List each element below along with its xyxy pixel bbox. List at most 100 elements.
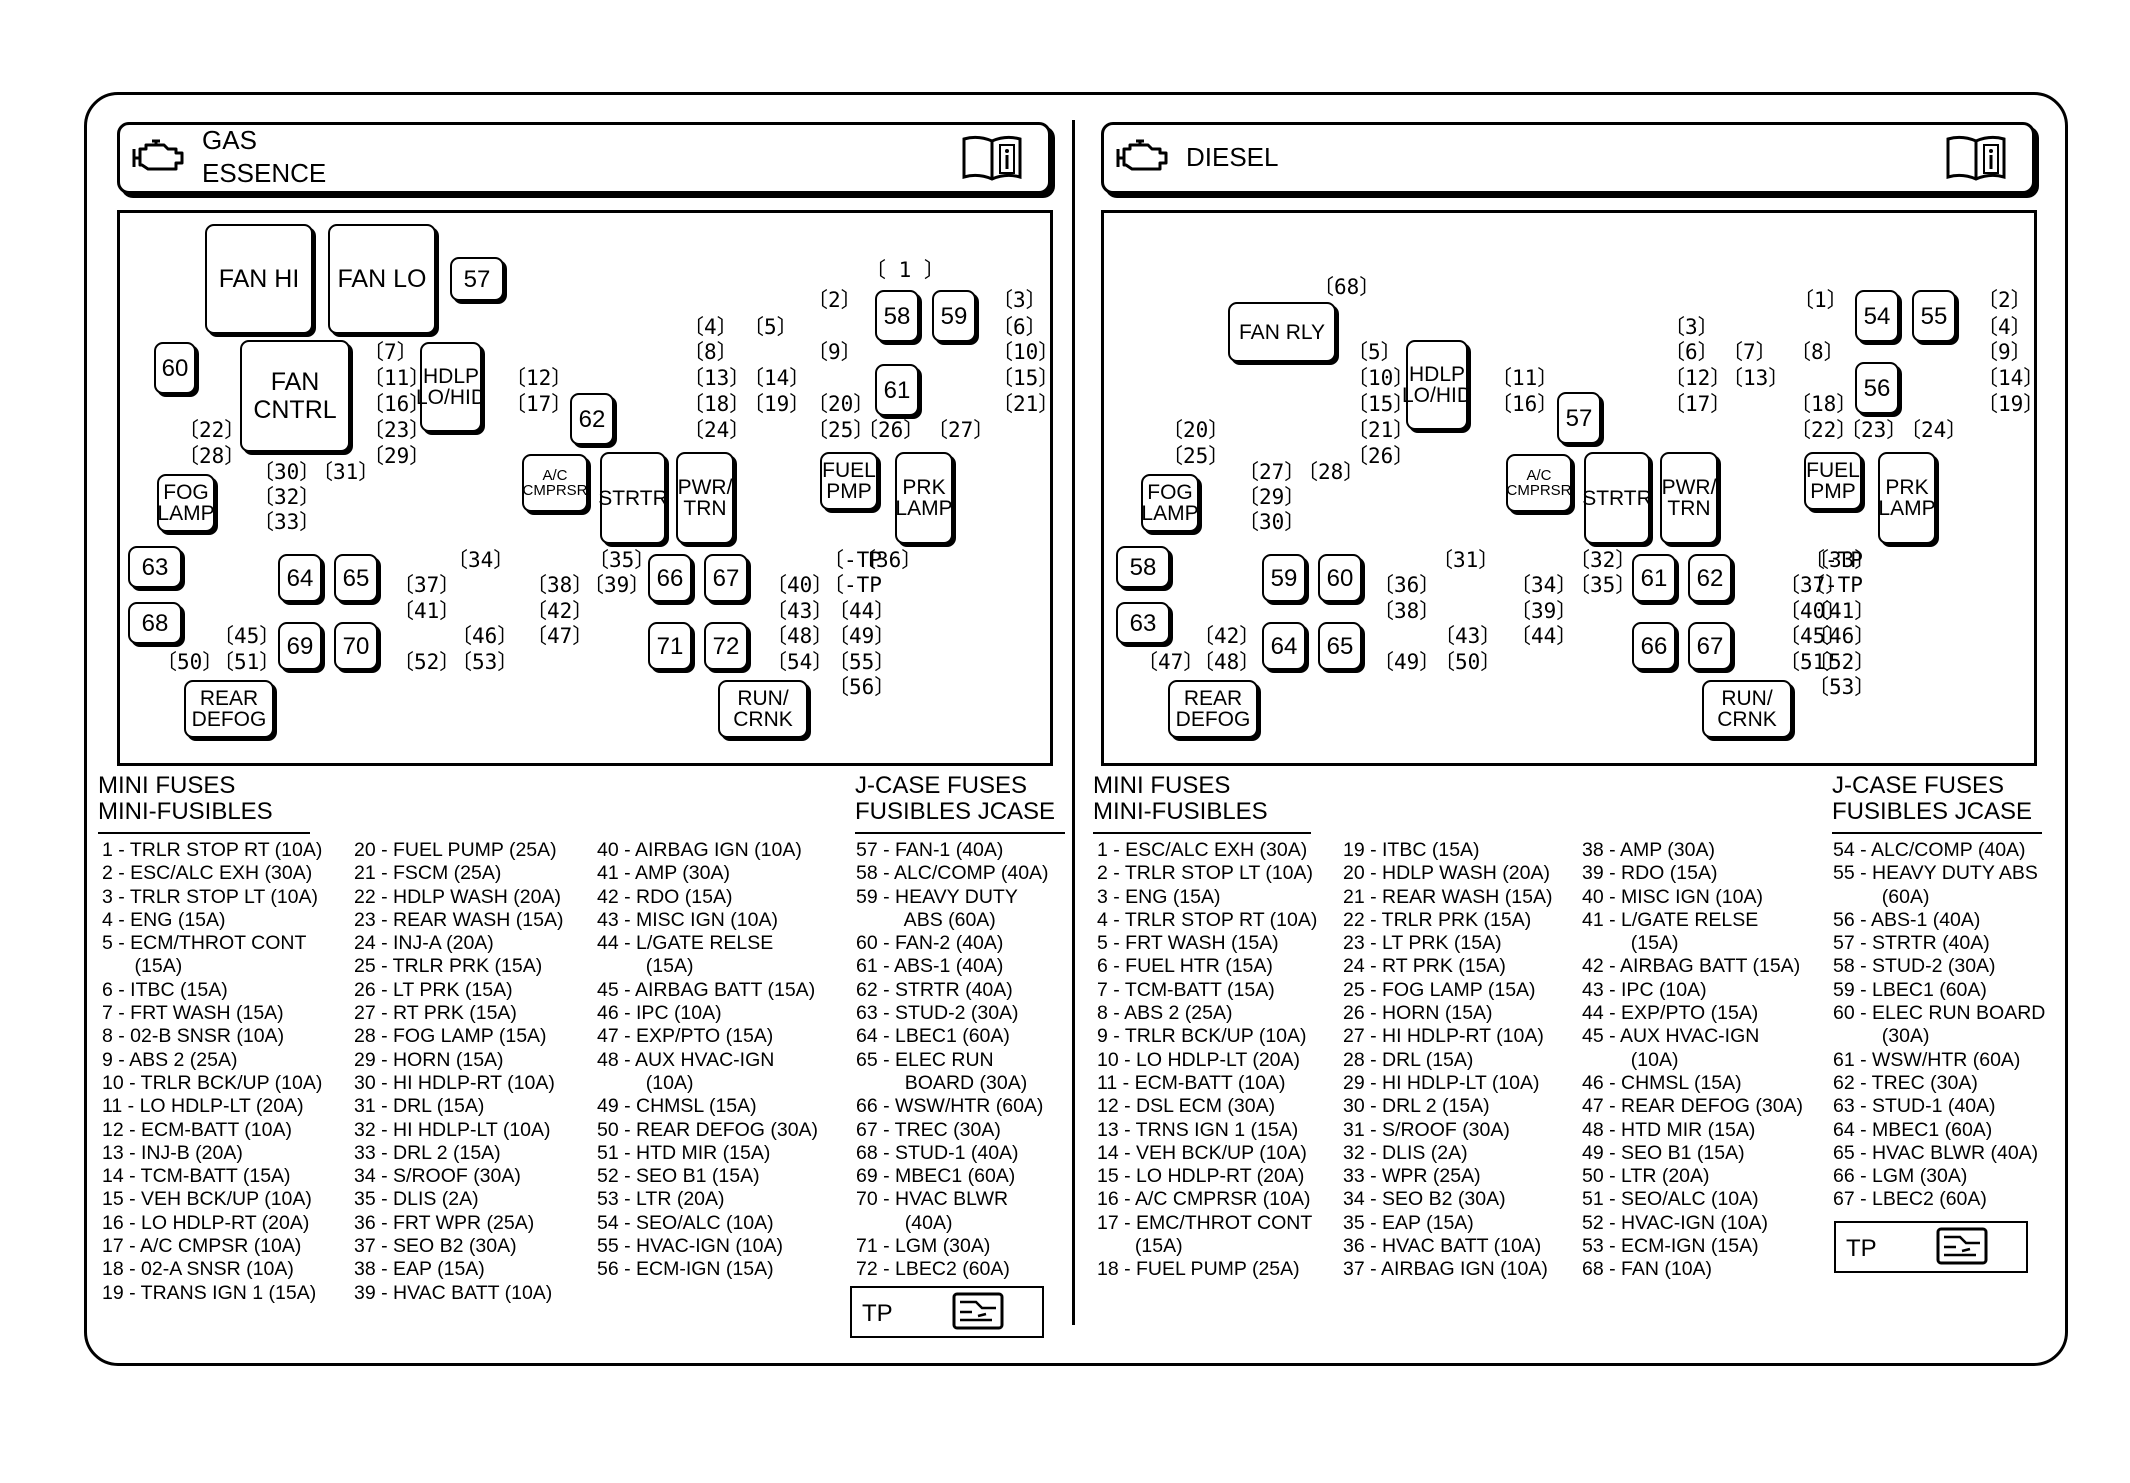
diesel-legend-entry: 51 - SEO/ALC (10A)	[1582, 1188, 1759, 1211]
diesel-title: DIESEL	[1186, 142, 1279, 172]
gas-fuse-label: 71	[656, 632, 684, 660]
diesel-fuse-block-diagram	[1101, 210, 2037, 766]
diesel-legend-entry: 35 - EAP (15A)	[1343, 1211, 1474, 1234]
diesel-slot-25: 〔25〕	[1162, 444, 1230, 468]
gas-legend-entry: 63 - STUD-2 (30A)	[856, 1002, 1019, 1025]
gas-slot-2: 〔2〕	[807, 288, 862, 312]
gas-legend-entry: 10 - TRLR BCK/UP (10A)	[102, 1071, 323, 1094]
diesel-slot-2: 〔2〕	[1977, 288, 2032, 312]
gas-legend-entry: 66 - WSW/HTR (60A)	[856, 1095, 1044, 1118]
diesel-legend-entry: 28 - DRL (15A)	[1343, 1048, 1474, 1071]
gas-legend-entry: 23 - REAR WASH (15A)	[354, 908, 564, 931]
diesel-fuse-label: 61	[1640, 564, 1668, 592]
gas-fuse-label: FAN LO	[337, 265, 427, 293]
diesel-legend-entry: 7 - TCM-BATT (15A)	[1097, 978, 1275, 1001]
gas-legend-entry: 48 - AUX HVAC-IGN	[597, 1048, 775, 1071]
diesel-slot-53: 〔53〕	[1808, 675, 1876, 699]
gas-legend-entry: 6 - ITBC (15A)	[102, 978, 228, 1001]
gas-fuse-label: 58	[883, 302, 911, 330]
gas-mini-fuses-rule	[98, 832, 310, 834]
gas-fuse-label: STRTR	[598, 486, 668, 510]
gas-fuse-61: 61	[875, 364, 919, 416]
diesel-legend-entry: 54 - ALC/COMP (40A)	[1833, 839, 2026, 861]
diesel-legend-entry: 6 - FUEL HTR (15A)	[1097, 955, 1273, 978]
gas-fuse-68: 68	[128, 602, 182, 644]
gas-fuse-block-diagram	[117, 210, 1053, 766]
gas-legend-entry: 64 - LBEC1 (60A)	[856, 1025, 1010, 1048]
gas-slot-41: 〔41〕	[393, 599, 461, 623]
gas-legend-entry: 1 - TRLR STOP RT (10A)	[102, 839, 323, 861]
gas-slot-19: 〔19〕	[743, 392, 811, 416]
diesel-jcase-fuses-rule	[1832, 832, 2042, 834]
gas-legend-entry: 67 - TREC (30A)	[856, 1118, 1001, 1141]
diesel-fuse-label: PRK LAMP	[1878, 476, 1936, 520]
diesel-legend-entry: 11 - ECM-BATT (10A)	[1097, 1071, 1286, 1094]
gas-fuse-60: 60	[154, 342, 196, 394]
gas-legend-entry: 5 - ECM/THROT CONT	[102, 932, 307, 955]
diesel-legend-entry: (60A)	[1833, 885, 1930, 908]
gas-legend-entry: 9 - ABS 2 (25A)	[102, 1048, 238, 1071]
gas-legend-entry: 17 - A/C CMPSR (10A)	[102, 1235, 302, 1258]
diesel-legend-column-2: 19 - ITBC (15A)20 - HDLP WASH (20A)21 - …	[1343, 839, 1553, 1282]
gas-legend-entry: 24 - INJ-A (20A)	[354, 932, 494, 955]
gas-legend-entry: 68 - STUD-1 (40A)	[856, 1141, 1019, 1164]
gas-fuse-label: 69	[286, 632, 314, 660]
gas-slot-22: 〔22〕	[178, 418, 246, 442]
trailer-plug-icon	[952, 1292, 1004, 1330]
gas-slot-34: 〔34〕	[447, 548, 515, 572]
diesel-slot-26: 〔26〕	[1347, 444, 1415, 468]
diesel-slot-27: 〔27〕	[1238, 460, 1306, 484]
diesel-legend-entry: 21 - REAR WASH (15A)	[1343, 885, 1553, 908]
diesel-fuse-63: 63	[1116, 602, 1170, 644]
gas-slot-44: 〔44〕	[828, 599, 896, 623]
diesel-fuse-fog-lamp: FOG LAMP	[1141, 474, 1199, 532]
diesel-fuse-label: 59	[1270, 564, 1298, 592]
diesel-legend-entry: 53 - ECM-IGN (15A)	[1582, 1235, 1759, 1258]
diesel-fuse-label: 57	[1565, 404, 1593, 432]
diesel-slot-48: 〔48〕	[1193, 650, 1261, 674]
gas-legend-entry: 33 - DRL 2 (15A)	[354, 1141, 501, 1164]
diesel-slot-tp: 〔-TP	[1804, 548, 1863, 572]
gas-fuse-fan-lo: FAN LO	[328, 224, 436, 334]
gas-slot-18: 〔18〕	[683, 392, 751, 416]
diesel-fuse-label: RUN/ CRNK	[1717, 687, 1777, 731]
diesel-slot-36: 〔36〕	[1373, 573, 1441, 597]
diesel-legend-entry: 20 - HDLP WASH (20A)	[1343, 862, 1550, 885]
gas-slot-4: 〔4〕	[683, 315, 738, 339]
gas-fuse-62: 62	[570, 393, 614, 445]
diesel-slot-40: 〔40〕	[1779, 599, 1847, 623]
gas-slot-39: 〔39〕	[583, 573, 651, 597]
diesel-legend-entry: 4 - TRLR STOP RT (10A)	[1097, 908, 1318, 931]
diesel-legend-entry: 37 - AIRBAG IGN (10A)	[1343, 1258, 1548, 1281]
diesel-fuse-hdlp-lo-hid: HDLP LO/HID	[1402, 340, 1472, 430]
gas-slot-55: 〔55〕	[828, 650, 896, 674]
diesel-fuse-66: 66	[1632, 622, 1676, 670]
diesel-legend-entry: 36 - HVAC BATT (10A)	[1343, 1235, 1542, 1258]
diesel-legend-entry: 56 - ABS-1 (40A)	[1833, 908, 1981, 931]
diesel-fuse-strtr: STRTR	[1582, 452, 1652, 544]
gas-slot-38: 〔38〕	[526, 573, 594, 597]
gas-legend-entry: 38 - EAP (15A)	[354, 1258, 485, 1281]
gas-legend-entry: 25 - TRLR PRK (15A)	[354, 955, 543, 978]
diesel-fuse-55: 55	[1912, 290, 1956, 342]
gas-legend-entry: 58 - ALC/COMP (40A)	[856, 862, 1049, 885]
gas-fuse-label: 70	[342, 632, 370, 660]
gas-legend-entry: 44 - L/GATE RELSE	[597, 932, 774, 955]
diesel-legend-entry: 8 - ABS 2 (25A)	[1097, 1002, 1233, 1025]
gas-legend-entry: 45 - AIRBAG BATT (15A)	[597, 978, 816, 1001]
gas-slot-29: 〔29〕	[363, 444, 431, 468]
gas-legend-entry: 31 - DRL (15A)	[354, 1095, 485, 1118]
gas-fuse-label: 68	[141, 609, 169, 637]
gas-fuse-label: 62	[578, 405, 606, 433]
diesel-legend-entry: 58 - STUD-2 (30A)	[1833, 955, 1996, 978]
diesel-legend-entry: 24 - RT PRK (15A)	[1343, 955, 1506, 978]
diesel-slot-44: 〔44〕	[1510, 624, 1578, 648]
gas-fuse-66: 66	[648, 554, 692, 602]
diesel-tp-box: TP	[1834, 1221, 2028, 1273]
diesel-fuse-label: FUEL PMP	[1806, 459, 1860, 503]
diesel-legend-entry: 13 - TRNS IGN 1 (15A)	[1097, 1118, 1299, 1141]
gas-legend-entry: 70 - HVAC BLWR	[856, 1188, 1009, 1211]
gas-fuse-label: REAR DEFOG	[191, 687, 267, 731]
gas-slot-30: 〔30〕	[253, 460, 321, 484]
